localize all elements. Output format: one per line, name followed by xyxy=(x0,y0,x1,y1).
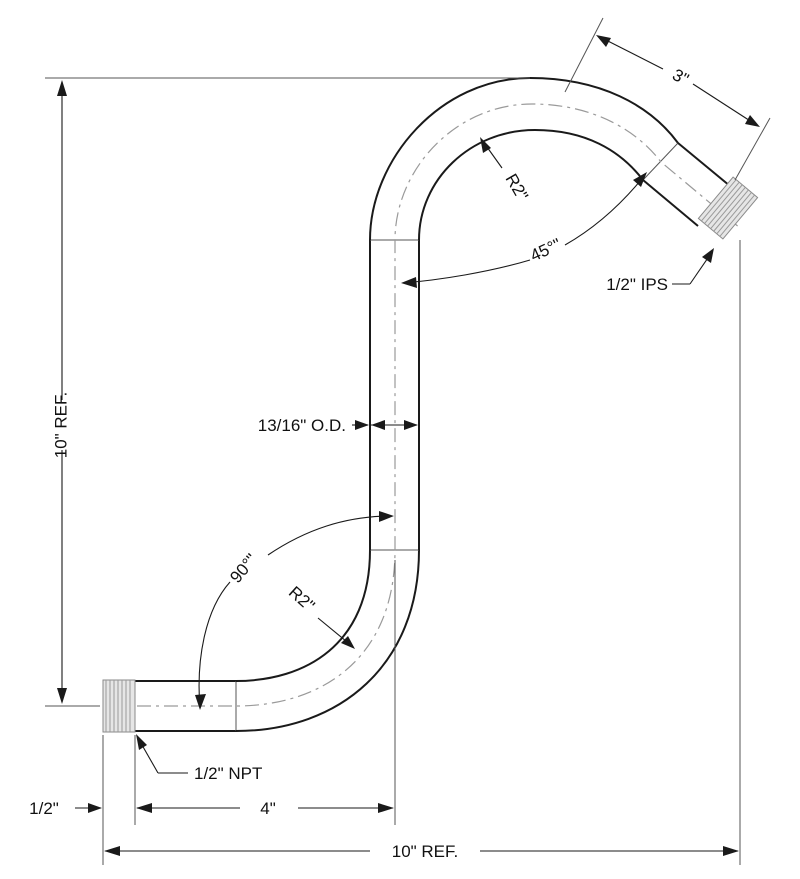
width-ref-label: 10" REF. xyxy=(392,842,459,861)
top-thread xyxy=(697,176,759,240)
upper-bend-outer xyxy=(369,76,679,241)
height-ref-label: 10" REF. xyxy=(51,392,70,459)
upper-bend-inner xyxy=(418,128,644,241)
upper-angle-label: 45°" xyxy=(527,235,564,266)
end-leg-upper-edge xyxy=(677,142,731,187)
thread-length-label: 1/2" xyxy=(29,799,59,818)
top-thread-label: 1/2" IPS xyxy=(606,275,668,294)
bottom-thread-label: 1/2" NPT xyxy=(194,764,262,783)
diameter-label: 13/16" O.D. xyxy=(258,416,346,435)
height-dimension: 10" REF. xyxy=(51,80,70,704)
width-dimension: 10" REF. xyxy=(104,842,739,861)
lower-bend-outer xyxy=(235,549,420,732)
end-length-dimension: 3" xyxy=(596,35,760,127)
lower-radius-label: R2" xyxy=(285,583,318,616)
bottom-thread-callout: 1/2" NPT xyxy=(136,734,262,783)
end-leg-lower-edge xyxy=(642,179,699,227)
short-leg-dimension: 4" xyxy=(136,799,394,818)
lower-angle-label: 90°" xyxy=(226,550,261,587)
upper-radius-label: R2" xyxy=(502,170,532,204)
end-length-label: 3" xyxy=(669,65,692,89)
pipe-centerline xyxy=(110,103,741,707)
diameter-dimension: 13/16" O.D. xyxy=(258,416,418,435)
lower-bend-inner xyxy=(235,549,371,682)
short-leg-label: 4" xyxy=(260,799,276,818)
pipe-body xyxy=(135,76,731,732)
upper-radius-dimension: R2" xyxy=(480,137,532,204)
bottom-thread xyxy=(102,679,136,733)
extension-lines xyxy=(45,17,771,865)
thread-length-dimension: 1/2" xyxy=(29,799,152,818)
lower-radius-dimension: R2" xyxy=(285,583,355,649)
top-thread-callout: 1/2" IPS xyxy=(606,248,714,294)
